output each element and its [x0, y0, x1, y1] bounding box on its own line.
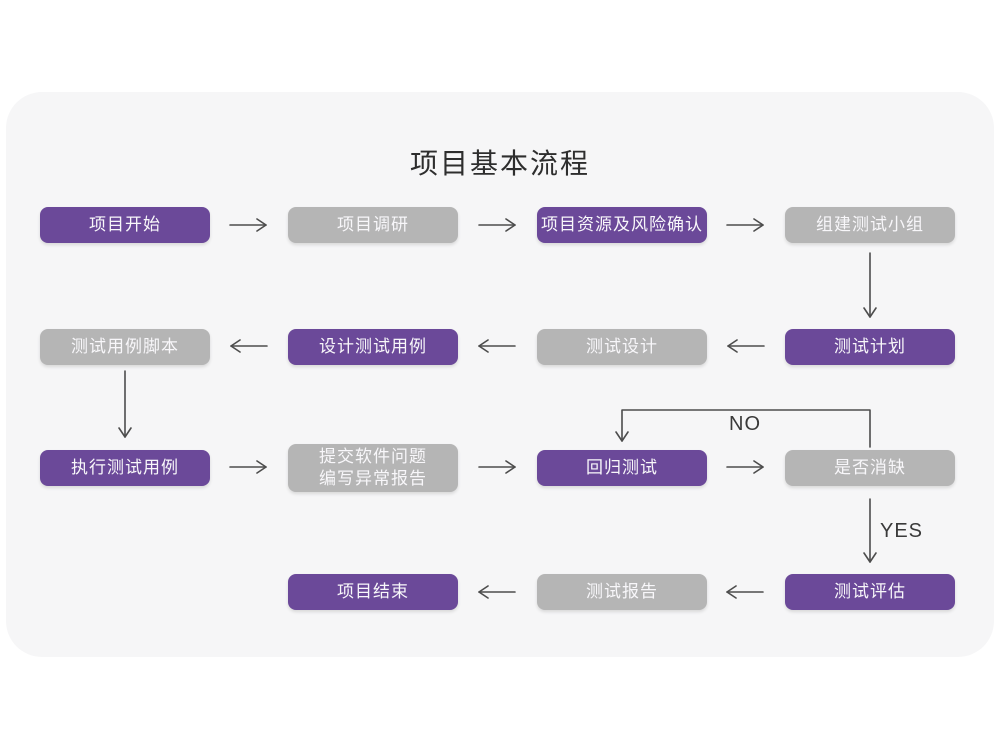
node-defect-cleared-decision: 是否消缺	[785, 450, 955, 486]
node-test-design: 测试设计	[537, 329, 707, 365]
node-resources-risk-confirm: 项目资源及风险确认	[537, 207, 707, 243]
node-test-case-scripts: 测试用例脚本	[40, 329, 210, 365]
page-title: 项目基本流程	[409, 148, 590, 179]
node-test-report: 测试报告	[537, 574, 707, 610]
node-test-evaluation: 测试评估	[785, 574, 955, 610]
yes-branch-label: YES	[880, 520, 924, 542]
no-branch-label: NO	[729, 413, 761, 435]
node-build-test-team: 组建测试小组	[785, 207, 955, 243]
flowchart-card	[6, 92, 994, 657]
node-design-test-cases: 设计测试用例	[288, 329, 458, 365]
node-test-plan: 测试计划	[785, 329, 955, 365]
node-regression-test: 回归测试	[537, 450, 707, 486]
node-submit-issues-write-report: 提交软件问题 编写异常报告	[288, 444, 458, 492]
node-project-start: 项目开始	[40, 207, 210, 243]
node-project-research: 项目调研	[288, 207, 458, 243]
node-execute-test-cases: 执行测试用例	[40, 450, 210, 486]
node-project-end: 项目结束	[288, 574, 458, 610]
